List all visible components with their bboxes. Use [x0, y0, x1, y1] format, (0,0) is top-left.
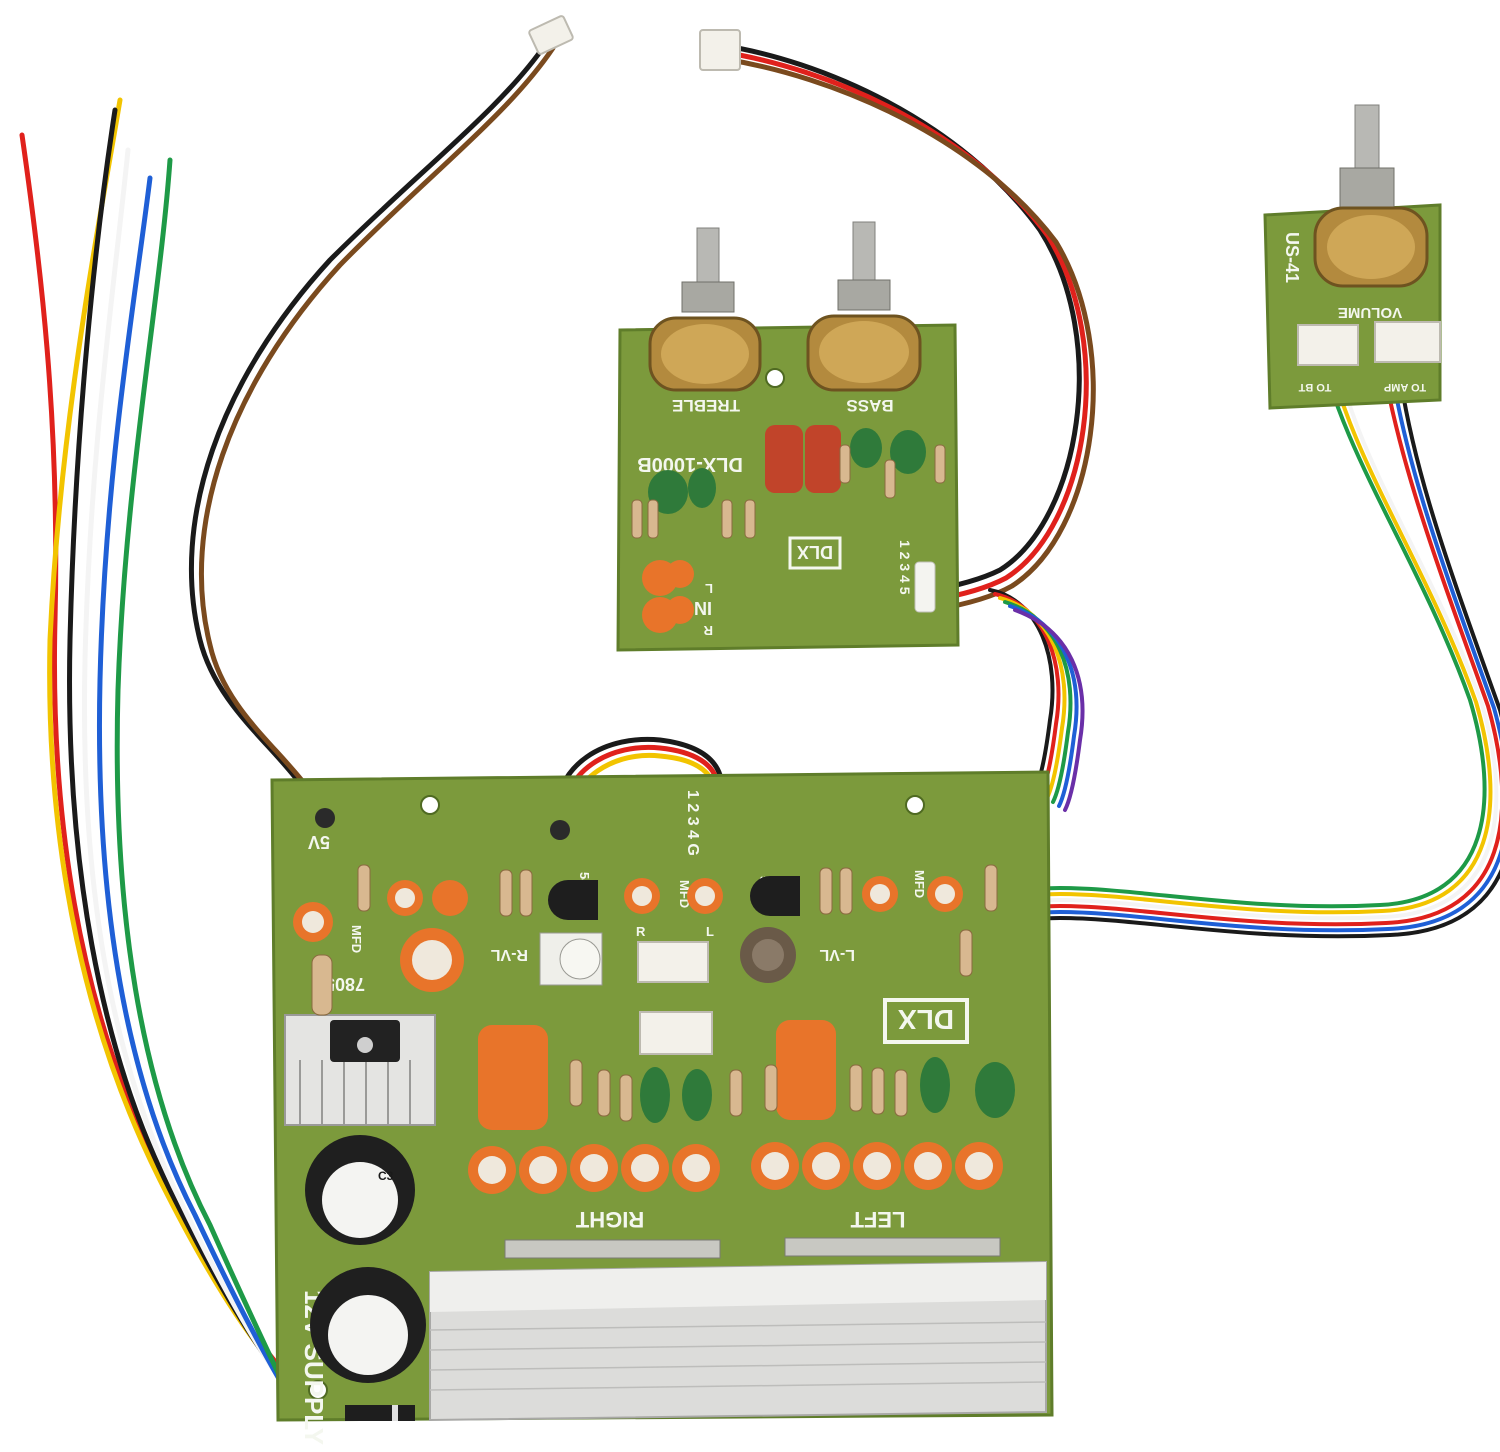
label-mfd-3: MFD	[349, 925, 364, 953]
label-in-r: R	[703, 623, 713, 638]
orange-film-capacitor	[478, 1025, 548, 1130]
dlx-logo: DLX	[898, 1004, 954, 1035]
label-right: RIGHT	[575, 1207, 644, 1232]
tone-board-model: DLX-1000B	[637, 453, 743, 475]
green-ceramic-capacitors	[640, 1057, 1015, 1123]
treble-potentiometer	[648, 227, 762, 392]
small-capacitor-row	[293, 876, 963, 992]
trim-pot	[539, 932, 603, 986]
tone-dlx-logo: DLX	[797, 542, 833, 562]
white-connector-plug	[528, 15, 574, 55]
to-amp-connector	[1374, 321, 1441, 363]
white-connector-plug-top	[699, 29, 741, 71]
label-l-box: L	[706, 924, 714, 939]
filter-capacitor: C3	[305, 1135, 415, 1245]
mount-hole	[308, 1380, 328, 1400]
label-treble: TREBLE	[672, 396, 740, 415]
cable-tie	[914, 561, 936, 613]
to-bt-connector	[1297, 324, 1359, 366]
label-5v: 5V	[308, 832, 330, 852]
resistor-array	[311, 864, 998, 1122]
ribbon-wire-top-left	[188, 42, 556, 825]
label-r-box: R	[636, 924, 646, 939]
label-to-bt: TO BT	[1298, 381, 1331, 393]
film-capacitor	[765, 425, 803, 493]
filter-capacitor-2	[310, 1267, 426, 1383]
tone-pin-labels: 1 2 3 4 5	[897, 540, 913, 595]
label-volume: VOLUME	[1338, 304, 1402, 321]
capacitor-label-c3: C3	[378, 1169, 394, 1183]
label-to-amp: TO AMP	[1384, 381, 1426, 393]
volume-board: US-41 VOLUME TO BT TO AMP	[1263, 104, 1442, 410]
tone-control-board: TREBLE BASS DLX-1000B DLX 1 2 3 4 5 IN L…	[616, 221, 960, 652]
label-in: IN	[694, 598, 712, 618]
transistor	[548, 880, 598, 920]
volume-connector-header	[637, 941, 709, 983]
rainbow-ribbon-tone-to-main	[988, 588, 1085, 812]
label-left: LEFT	[850, 1207, 906, 1232]
dlx-logo-frame	[883, 998, 969, 1044]
bt-connector-header	[639, 1011, 713, 1055]
volume-potentiometer	[1313, 104, 1429, 288]
volume-board-model: US-41	[1282, 232, 1302, 283]
main-amplifier-board: 5V 7805 12V SUPPLY RIGHT LEFT R-VL L-VL …	[270, 770, 1054, 1445]
mount-hole	[765, 368, 785, 388]
tone-resistors	[631, 444, 946, 539]
film-capacitor-2	[805, 425, 841, 493]
label-l-vl: L-VL	[819, 946, 855, 963]
bass-potentiometer	[806, 221, 922, 392]
wire-solder-point	[550, 820, 570, 840]
label-r-vl: R-VL	[490, 946, 528, 963]
electrolytic-capacitor-row	[468, 1142, 1003, 1194]
tone-dlx-logo-frame	[788, 536, 842, 570]
label-in-l: L	[705, 581, 713, 596]
mount-hole	[905, 795, 925, 815]
ic-heatsink	[429, 1260, 1047, 1422]
label-mfd-2: MFD	[912, 870, 927, 898]
regulator-heatsink	[284, 1014, 436, 1126]
orange-film-capacitor-2	[776, 1020, 836, 1120]
label-7805: 7805	[325, 974, 365, 994]
ic-pin-row-left	[784, 1237, 1001, 1257]
label-1234g: 1 2 3 4 G	[684, 790, 701, 856]
transistor-2	[750, 876, 800, 916]
diode	[345, 1405, 415, 1421]
loose-wire-bundle	[19, 97, 295, 1405]
wire-solder-point	[315, 808, 335, 828]
label-bass: BASS	[846, 396, 893, 415]
mount-hole	[420, 795, 440, 815]
trim-pot-2	[740, 927, 796, 983]
ic-pin-row-right	[504, 1239, 721, 1259]
